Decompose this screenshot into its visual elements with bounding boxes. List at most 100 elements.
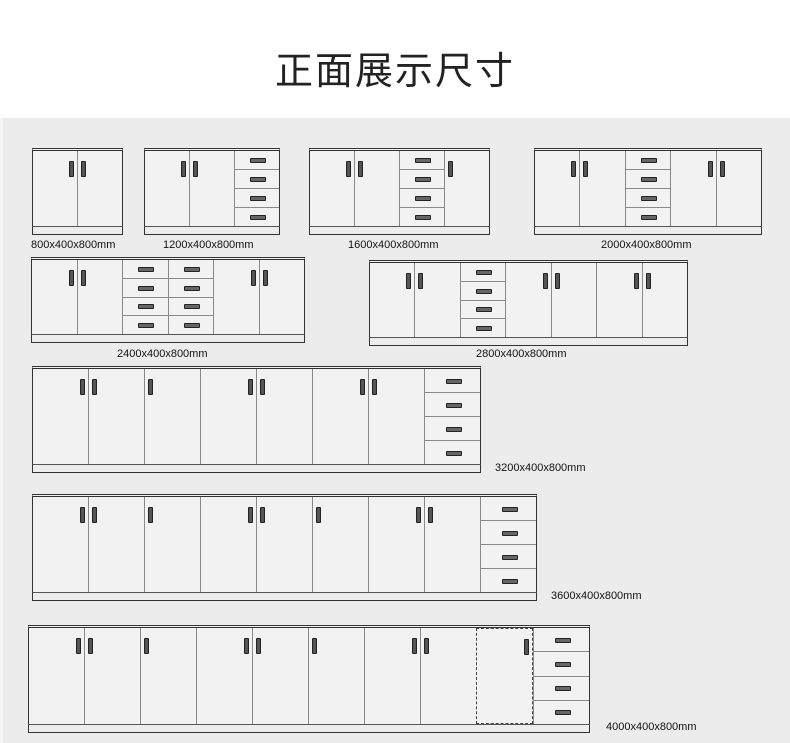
drawer-handle-icon <box>554 710 571 716</box>
drawer-handle-icon <box>641 177 658 182</box>
door <box>420 628 476 724</box>
door <box>29 628 84 724</box>
door <box>312 497 368 592</box>
cabinet-base <box>28 724 590 733</box>
size-label: 800x400x800mm <box>31 239 116 251</box>
drawer-handle-icon <box>554 686 571 692</box>
page-title: 正面展示尺寸 <box>274 49 515 93</box>
drawer-handle-icon <box>445 450 462 456</box>
cabinet-body <box>32 366 481 465</box>
drawer <box>481 568 536 592</box>
door <box>84 628 140 724</box>
door-handle-icon <box>248 379 253 395</box>
door-handle-icon <box>144 638 149 654</box>
size-label: 2400x400x800mm <box>117 348 208 360</box>
drawer <box>123 315 168 334</box>
door-handle-icon <box>372 379 377 395</box>
drawer-handle-icon <box>138 266 155 272</box>
door-handle-icon <box>448 161 453 177</box>
door-handle-icon <box>358 161 363 177</box>
drawer <box>534 699 589 724</box>
door <box>200 497 256 592</box>
drawer-handle-icon <box>501 530 518 536</box>
door <box>596 263 641 337</box>
cabinet-3 <box>309 148 490 235</box>
cabinet-base <box>31 334 305 343</box>
drawer-column <box>234 151 279 226</box>
size-label: 3600x400x800mm <box>551 590 642 602</box>
drawer-handle-icon <box>138 323 155 329</box>
cabinet-base <box>144 226 280 235</box>
drawer <box>481 520 536 544</box>
drawer <box>425 392 480 416</box>
drawer <box>123 296 168 316</box>
door-handle-icon <box>148 379 153 395</box>
drawer-column <box>424 369 480 464</box>
cabinet-base <box>369 337 688 346</box>
door <box>364 628 420 724</box>
door <box>77 151 122 226</box>
drawer <box>235 188 279 207</box>
drawer <box>425 416 480 440</box>
drawer-handle-icon <box>183 266 200 272</box>
door <box>196 628 252 724</box>
cabinet-base <box>32 464 481 473</box>
drawer-handle-icon <box>501 578 518 584</box>
cabinet-7 <box>32 366 481 473</box>
drawer-handle-icon <box>445 402 462 408</box>
door <box>33 369 88 464</box>
drawer-handle-icon <box>250 158 266 163</box>
door <box>140 628 196 724</box>
door <box>579 151 624 226</box>
drawer-handle-icon <box>183 304 200 310</box>
door-handle-icon <box>346 161 351 177</box>
door <box>370 263 414 337</box>
drawer <box>168 296 213 316</box>
door <box>33 497 88 592</box>
drawer-handle-icon <box>476 326 493 332</box>
drawer-handle-icon <box>415 177 431 182</box>
drawer-handle-icon <box>250 215 266 220</box>
drawer-handle-icon <box>501 554 518 560</box>
door <box>252 628 308 724</box>
door <box>88 369 144 464</box>
drawer <box>481 497 536 520</box>
drawer-column <box>624 151 671 226</box>
drawer-handle-icon <box>476 269 493 275</box>
drawer-handle-icon <box>554 637 571 643</box>
door-handle-icon <box>633 273 639 289</box>
drawer-handle-icon <box>554 661 571 667</box>
door-handle-icon <box>424 638 429 654</box>
door <box>258 260 305 334</box>
drawer <box>626 151 670 169</box>
drawer <box>460 318 506 337</box>
cabinet-body <box>31 257 305 335</box>
door-handle-icon <box>554 273 560 289</box>
drawer-handle-icon <box>476 307 493 313</box>
drawer <box>400 207 444 226</box>
drawer-handle-icon <box>641 196 658 201</box>
door-handle-icon <box>316 507 321 523</box>
drawer <box>460 280 506 300</box>
door <box>144 369 200 464</box>
door-handle-icon <box>148 507 153 523</box>
drawer <box>400 151 444 169</box>
drawer-handle-icon <box>250 177 266 182</box>
door <box>200 369 256 464</box>
door <box>414 263 459 337</box>
drawer-handle-icon <box>445 378 462 384</box>
drawer <box>625 207 671 226</box>
cabinet-1 <box>32 148 123 235</box>
door-handle-icon <box>260 507 265 523</box>
door <box>33 151 77 226</box>
door-handle-icon <box>80 379 85 395</box>
door <box>256 369 312 464</box>
door <box>213 260 259 334</box>
cabinet-base <box>32 592 537 601</box>
cabinet-body <box>32 494 537 593</box>
drawer-handle-icon <box>415 215 431 220</box>
door-handle-icon <box>80 507 85 523</box>
cabinet-body <box>369 260 688 338</box>
door-handle-icon <box>193 161 198 177</box>
cabinet-5 <box>31 257 305 343</box>
